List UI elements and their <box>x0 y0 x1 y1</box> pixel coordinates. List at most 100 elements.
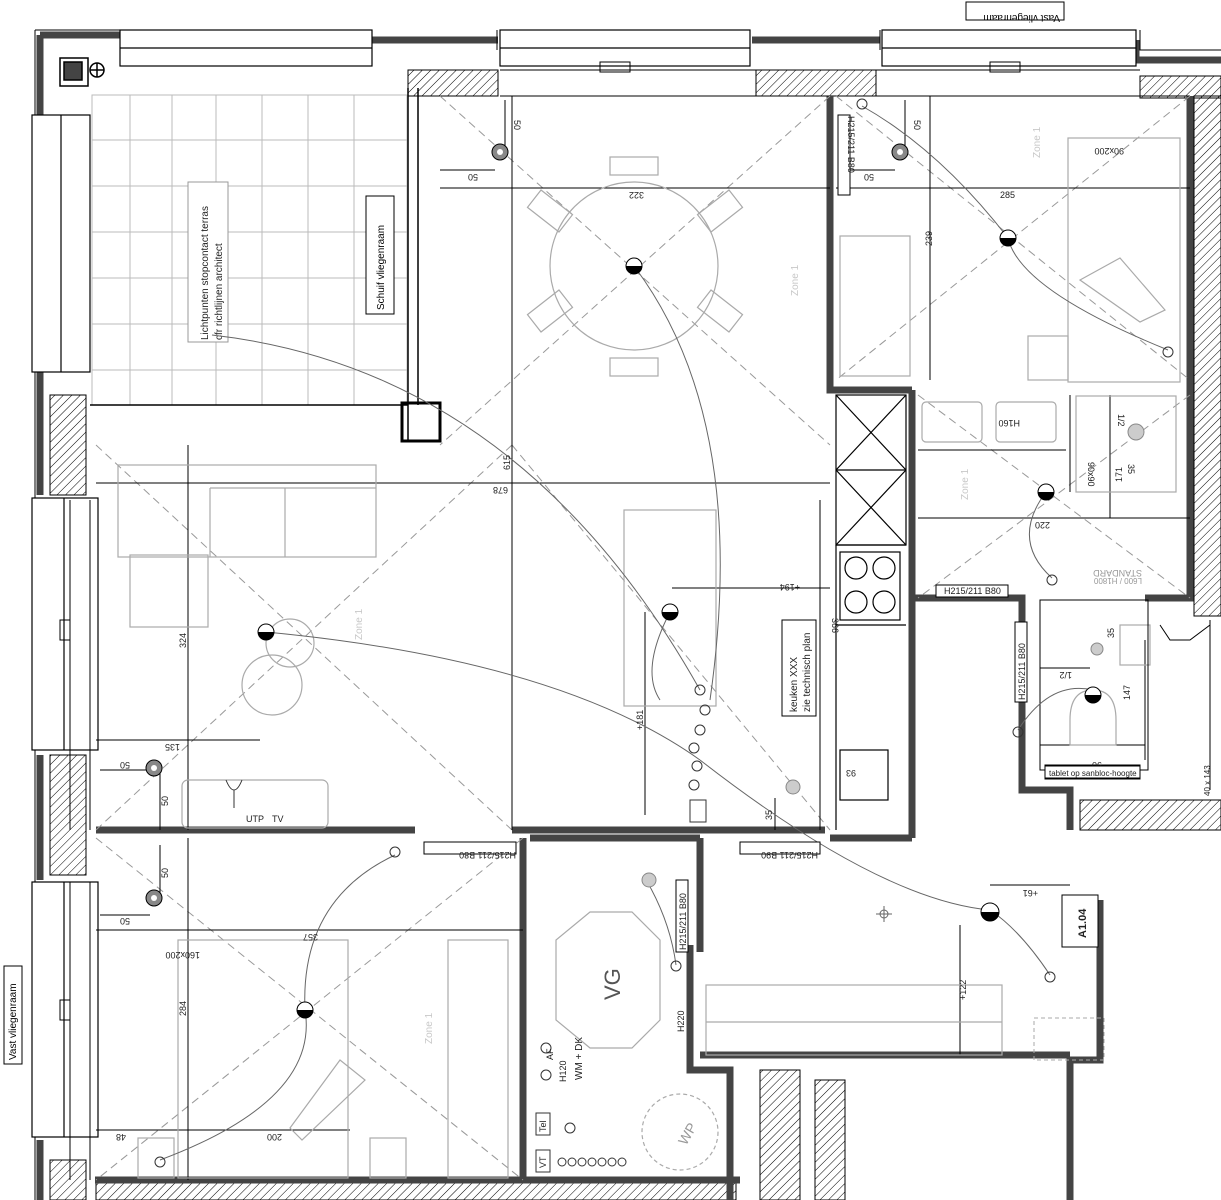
dim-50: 50 <box>912 120 922 130</box>
window-details <box>59 61 1190 1180</box>
dim-284: 284 <box>178 1001 188 1016</box>
dim-35: 35 <box>1126 464 1136 474</box>
wall-light-icon <box>1127 423 1145 441</box>
small-sink <box>1119 624 1151 666</box>
kitchen-label: keuken XXX <box>789 657 800 712</box>
heat-pump <box>641 1093 719 1171</box>
dim-366: 366 <box>830 618 840 633</box>
dim-194: +194 <box>780 582 800 592</box>
door-label: H215/211 B80 <box>678 893 688 950</box>
dim-50: 50 <box>864 172 874 182</box>
tv-cabinet <box>181 779 329 829</box>
ventilation-unit <box>555 911 661 1049</box>
wall-light-icon <box>1090 642 1104 656</box>
wall-light-icon <box>641 872 657 888</box>
zone-labels: Zone 1 Zone 1 Zone 1 Zone 1 Zone 1 <box>354 126 1043 1044</box>
dim-678: 678 <box>493 485 508 495</box>
wall-light-icon <box>145 889 163 907</box>
ceiling-light-icon <box>999 229 1017 247</box>
terrace-frame <box>59 57 442 443</box>
schuif-vliegenraam-label: Schuif vliegenraam <box>376 225 387 310</box>
wp-label: WP <box>675 1120 700 1148</box>
utp-label: UTP <box>246 814 264 824</box>
dining-chair <box>609 156 659 176</box>
dim-220: 220 <box>1035 520 1050 530</box>
wm-dk-label: WM + DK <box>574 1037 585 1080</box>
zone-label: Zone 1 <box>1032 126 1043 158</box>
vt-label: VT <box>538 1156 548 1168</box>
double-bed <box>177 939 349 1179</box>
ceiling-light-icon <box>625 257 643 275</box>
dim-61: +61 <box>1023 888 1038 898</box>
washbasin <box>995 401 1057 443</box>
vg-label: VG <box>600 968 625 1000</box>
washbasin <box>921 401 983 443</box>
wardrobe <box>839 235 911 377</box>
door-labels: H215/211 B80 H215/211 B80 H215/211 B90 H… <box>459 116 1027 950</box>
dim-322: 322 <box>629 190 644 200</box>
wall-light-icon <box>145 759 163 777</box>
door-markers <box>423 114 1028 953</box>
zone-label: Zone 1 <box>424 1012 435 1044</box>
dim-half: 1/2 <box>1059 670 1072 680</box>
dim-90: 90 <box>1092 760 1102 770</box>
kitchen-island <box>623 509 717 707</box>
cooktop <box>839 551 901 621</box>
dim-324: 324 <box>178 633 188 648</box>
wardrobe <box>447 939 509 1179</box>
unit-code: A1.04 <box>1077 908 1089 938</box>
dim-357: 357 <box>303 932 318 942</box>
side-table <box>265 618 315 668</box>
sofa <box>117 464 377 558</box>
windows <box>31 29 1137 1138</box>
dim-half: 1/2 <box>1116 414 1126 427</box>
h220-label: H220 <box>676 1010 686 1032</box>
dim-615: 615 <box>502 455 512 470</box>
vast-vliegenraam-left: Vast vliegenraam <box>8 983 19 1060</box>
size-40x143: 40 x 143 <box>1203 765 1212 796</box>
hall-bench <box>705 984 1003 1056</box>
dim-93: 93 <box>846 768 856 778</box>
door-label: H215/211 B90 <box>761 850 818 860</box>
shower-size: 90x90 <box>1086 462 1096 487</box>
dimension-texts: 322 285 239 615 678 324 366 +194 +181 13… <box>116 120 1136 1142</box>
dim-147: 147 <box>1122 685 1132 700</box>
dim-285: 285 <box>1000 190 1015 200</box>
terrace-note-line-1: Lichtpunten stopcontact terras <box>200 206 211 340</box>
room-labels: keuken XXX zie technisch plan tablet op … <box>246 418 1212 1168</box>
ceiling-light-icon <box>661 603 679 621</box>
h120-label: H120 <box>558 1060 568 1082</box>
bed-size: 90x200 <box>1094 146 1124 156</box>
dining-chair <box>526 189 574 233</box>
kitchen-sink <box>839 749 889 801</box>
shower <box>1075 395 1177 493</box>
dining-chair <box>609 357 659 377</box>
bed-cover <box>289 1059 366 1141</box>
wall-light-icon <box>891 143 909 161</box>
h160-label: H160 <box>998 418 1020 428</box>
dim-50: 50 <box>512 120 522 130</box>
dim-35: 35 <box>764 810 774 820</box>
ceiling-light-icon <box>296 1001 314 1019</box>
door-label: H215/211 B80 <box>846 116 856 173</box>
dining-chair <box>526 289 574 333</box>
wall-light-icon <box>785 779 801 795</box>
dim-181: +181 <box>635 710 645 730</box>
kitchen-note: zie technisch plan <box>802 633 813 713</box>
terrace-info-box: Lichtpunten stopcontact terras cfr richt… <box>187 181 229 343</box>
door-label: H215/211 B80 <box>944 586 1001 596</box>
dim-135: 135 <box>165 742 180 752</box>
tel-label: Tel <box>538 1120 548 1132</box>
sofa-chaise <box>129 554 209 628</box>
desk <box>1027 335 1069 381</box>
dim-200: 200 <box>267 1132 282 1142</box>
schuif-label-box: Schuif vliegenraam <box>365 195 395 315</box>
hatched-walls <box>49 69 1221 1200</box>
socket-symbols <box>154 98 1174 1173</box>
ceiling-light-icon <box>1037 483 1055 501</box>
dim-35: 35 <box>1106 628 1116 638</box>
dining-chair <box>696 189 744 233</box>
dim-50: 50 <box>468 172 478 182</box>
sun-light-icon <box>876 906 892 922</box>
